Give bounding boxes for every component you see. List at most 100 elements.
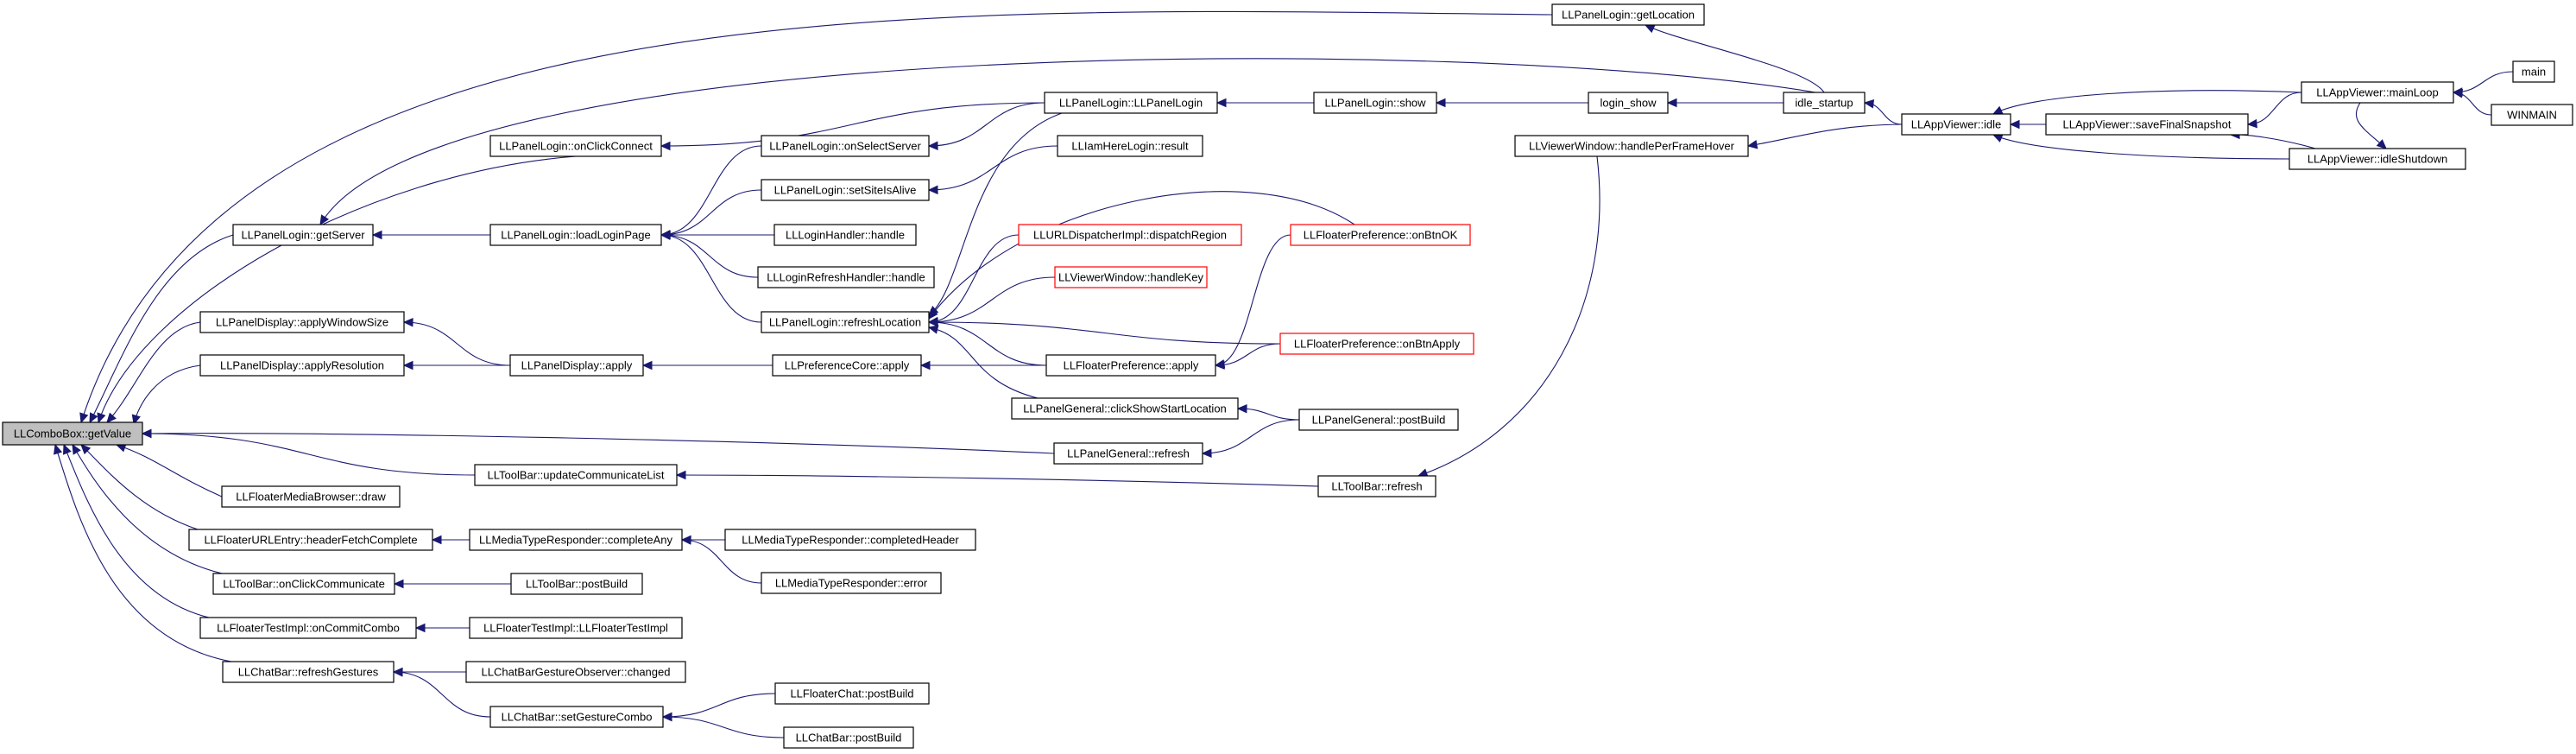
arrowhead-refreshLocation-to-loadLoginPage <box>660 231 671 240</box>
node-AppViewerIdle[interactable]: LLAppViewer::idle <box>1901 113 2011 136</box>
node-PanelGeneralRefresh[interactable]: LLPanelGeneral::refresh <box>1053 442 1203 465</box>
node-ChatBarPostBuild[interactable]: LLChatBar::postBuild <box>783 726 914 749</box>
arrowhead-ToolBarPostBuild-to-onClickCommunicate <box>393 579 404 589</box>
node-box <box>1279 333 1474 355</box>
arrowhead-headerFetchComplete-to-getValue <box>80 444 92 455</box>
node-handlePerFrameHover[interactable]: LLViewerWindow::handlePerFrameHover <box>1514 135 1749 157</box>
node-updateCommunicateList[interactable]: LLToolBar::updateCommunicateList <box>474 464 678 486</box>
node-label: LLFloaterMediaBrowser::draw <box>236 490 386 503</box>
node-FloaterChatPostBuild[interactable]: LLFloaterChat::postBuild <box>774 682 930 705</box>
node-box <box>1053 442 1203 465</box>
node-onClickConnect[interactable]: LLPanelLogin::onClickConnect <box>489 135 662 157</box>
arrowhead-IamHereLogin-to-setSiteIsAlive <box>927 185 938 195</box>
node-box <box>761 135 930 157</box>
arrowhead-ChatBarPostBuild-to-setGestureCombo <box>661 712 672 722</box>
node-refreshGestures[interactable]: LLChatBar::refreshGestures <box>222 661 395 683</box>
node-IamHereLogin[interactable]: LLIamHereLogin::result <box>1057 135 1203 157</box>
node-getLocation[interactable]: LLPanelLogin::getLocation <box>1551 3 1705 26</box>
node-getServer[interactable]: LLPanelLogin::getServer <box>232 224 374 246</box>
node-PanelGeneralPostBuild[interactable]: LLPanelGeneral::postBuild <box>1298 409 1459 431</box>
node-applyWindowSize[interactable]: LLPanelDisplay::applyWindowSize <box>199 311 405 333</box>
node-ToolBarRefresh[interactable]: LLToolBar::refresh <box>1317 475 1436 497</box>
node-refreshLocation[interactable]: LLPanelLogin::refreshLocation <box>761 311 930 333</box>
node-FloaterPreferenceApply[interactable]: LLFloaterPreference::apply <box>1045 354 1216 377</box>
node-label: LLPanelGeneral::clickShowStartLocation <box>1023 402 1227 415</box>
node-box <box>761 179 930 201</box>
node-LoginRefreshHandler[interactable]: LLLoginRefreshHandler::handle <box>757 266 935 288</box>
edge-IamHereLogin-to-setSiteIsAlive <box>928 145 1058 191</box>
nodes-layer: LLComboBox::getValue LLPanelLogin::getLoc… <box>2 3 2573 749</box>
node-onSelectServer[interactable]: LLPanelLogin::onSelectServer <box>761 135 930 157</box>
node-label: LLMediaTypeResponder::completedHeader <box>742 533 959 546</box>
node-label: LLPanelLogin::setSiteIsAlive <box>774 183 917 196</box>
node-label: LLChatBar::setGestureCombo <box>502 710 653 723</box>
node-login_show[interactable]: login_show <box>1588 92 1669 114</box>
node-saveFinalSnapshot[interactable]: LLAppViewer::saveFinalSnapshot <box>2045 113 2249 136</box>
node-setGestureCombo[interactable]: LLChatBar::setGestureCombo <box>489 706 664 728</box>
edge-clickShowStartLocation-to-refreshLocation <box>928 326 1039 399</box>
arrowhead-FloaterTestImpl-to-onCommitCombo <box>414 623 426 633</box>
node-idleShutdown[interactable]: LLAppViewer::idleShutdown <box>2289 148 2466 170</box>
node-box <box>724 529 976 551</box>
node-main[interactable]: main <box>2512 60 2555 83</box>
node-ToolBarPostBuild[interactable]: LLToolBar::postBuild <box>510 573 643 595</box>
node-label: LLAppViewer::saveFinalSnapshot <box>2063 117 2232 130</box>
node-box <box>2289 148 2466 170</box>
node-onCommitCombo[interactable]: LLFloaterTestImpl::onCommitCombo <box>199 617 417 639</box>
node-label: LLAppViewer::mainLoop <box>2316 86 2438 98</box>
node-onClickCommunicate[interactable]: LLToolBar::onClickCommunicate <box>212 573 395 595</box>
node-show[interactable]: LLPanelLogin::show <box>1313 92 1437 114</box>
node-onBtnApply[interactable]: LLFloaterPreference::onBtnApply <box>1279 333 1474 355</box>
node-responderError[interactable]: LLMediaTypeResponder::error <box>761 572 942 594</box>
arrowhead-LLPanelLogin-to-onClickConnect <box>660 141 671 151</box>
node-headerFetchComplete[interactable]: LLFloaterURLEntry::headerFetchComplete <box>188 529 433 551</box>
arrowhead-FloaterPreferenceApply-to-PreferenceCoreApply <box>919 360 931 371</box>
node-ViewerHandleKey[interactable]: LLViewerWindow::handleKey <box>1054 266 1208 288</box>
node-mainLoop[interactable]: LLAppViewer::mainLoop <box>2301 81 2454 104</box>
node-box <box>1313 92 1437 114</box>
node-idle_startup[interactable]: idle_startup <box>1783 92 1866 114</box>
node-completeAny[interactable]: LLMediaTypeResponder::completeAny <box>469 529 683 551</box>
node-clickShowStartLocation[interactable]: LLPanelGeneral::clickShowStartLocation <box>1011 397 1239 420</box>
edge-idle_startup-to-getServer <box>319 58 1816 225</box>
node-label: LLFloaterURLEntry::headerFetchComplete <box>204 533 417 546</box>
node-box <box>199 617 417 639</box>
node-completedHeader[interactable]: LLMediaTypeResponder::completedHeader <box>724 529 976 551</box>
node-GestureObserverChanged[interactable]: LLChatBarGestureObserver::changed <box>465 661 686 683</box>
node-loadLoginPage[interactable]: LLPanelLogin::loadLoginPage <box>489 224 662 246</box>
arrowhead-idle_startup-to-getLocation <box>1644 24 1656 34</box>
node-PanelDisplayApply[interactable]: LLPanelDisplay::apply <box>509 354 644 377</box>
edge-ViewerHandleKey-to-refreshLocation <box>928 276 1056 323</box>
edge-LoginRefreshHandler-to-loadLoginPage <box>660 234 759 278</box>
node-LoginHandler[interactable]: LLLoginHandler::handle <box>773 224 917 246</box>
node-box <box>509 354 644 377</box>
arrowhead-idle_startup-to-getServer <box>319 214 330 226</box>
node-box <box>1514 135 1749 157</box>
node-label: LLMediaTypeResponder::completeAny <box>479 533 673 546</box>
node-label: LLToolBar::refresh <box>1331 479 1422 492</box>
arrowhead-onCommitCombo-to-getValue <box>62 443 72 455</box>
node-getValue[interactable]: LLComboBox::getValue <box>2 421 143 446</box>
node-label: LLPanelDisplay::applyResolution <box>220 358 384 371</box>
edge-setGestureCombo-to-refreshGestures <box>393 671 491 718</box>
node-label: idle_startup <box>1795 96 1853 109</box>
edge-idle_startup-to-getLocation <box>1645 24 1825 93</box>
node-setSiteIsAlive[interactable]: LLPanelLogin::setSiteIsAlive <box>761 179 930 201</box>
node-onBtnOK[interactable]: LLFloaterPreference::onBtnOK <box>1290 224 1471 246</box>
arrowhead-completeAny-to-headerFetchComplete <box>431 535 442 545</box>
node-WINMAIN[interactable]: WINMAIN <box>2491 104 2573 126</box>
node-box <box>1011 397 1239 420</box>
node-box <box>469 617 683 639</box>
node-LLPanelLogin[interactable]: LLPanelLogin::LLPanelLogin <box>1044 92 1218 114</box>
node-applyResolution[interactable]: LLPanelDisplay::applyResolution <box>199 354 405 377</box>
node-label: LLViewerWindow::handleKey <box>1058 270 1203 283</box>
node-FloaterTestImpl[interactable]: LLFloaterTestImpl::LLFloaterTestImpl <box>469 617 683 639</box>
node-label: main <box>2522 65 2546 78</box>
node-FloaterMediaBrowserDraw[interactable]: LLFloaterMediaBrowser::draw <box>221 485 401 508</box>
arrowhead-refreshGestures-to-getValue <box>54 443 63 455</box>
node-URLDispatcher[interactable]: LLURLDispatcherImpl::dispatchRegion <box>1018 224 1242 246</box>
edge-mainLoop-to-AppViewerIdle <box>1992 90 2302 115</box>
edge-onClickConnect-to-getValue <box>98 155 577 423</box>
node-PreferenceCoreApply[interactable]: LLPreferenceCore::apply <box>772 354 922 377</box>
node-label: LLPanelLogin::getLocation <box>1562 8 1695 21</box>
